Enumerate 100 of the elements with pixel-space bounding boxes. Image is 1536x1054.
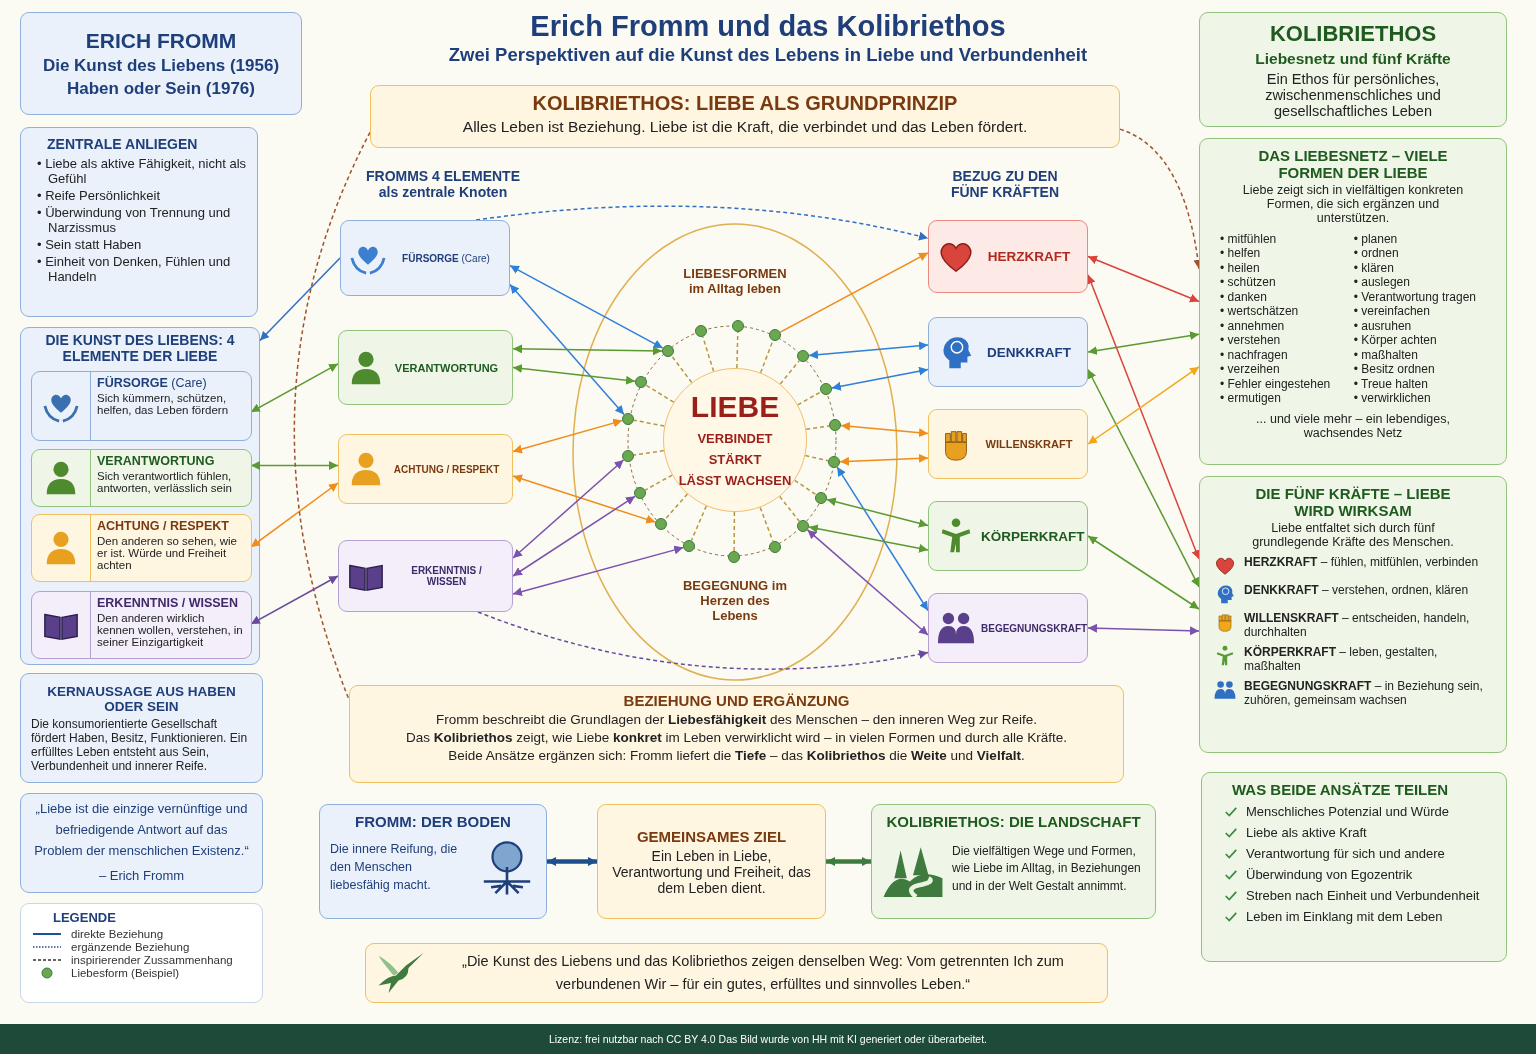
double-arrow: [836, 466, 929, 612]
card-title: LIEBE: [690, 389, 780, 424]
node-label: ACHTUNG / RESPEKT: [392, 463, 501, 475]
list-item: • Überwindung von Trennung und Narzissmus: [37, 205, 232, 235]
dashed-line: [797, 391, 822, 406]
list-item: Streben nach Einheit und Verbundenheit: [1246, 888, 1480, 903]
double-arrow: [1087, 623, 1200, 636]
list-item: • vereinfachen: [1353, 304, 1431, 318]
body-text: Haben oder Sein (1976): [67, 78, 255, 99]
love-form-dot: [829, 419, 841, 431]
list-item: • danken: [1220, 289, 1268, 304]
dashed-line: [778, 495, 801, 523]
quote-text: „Die Kunst des Liebens und das Kolibriethos zeigen denselben Weg: Vom getrennten Ich zum verbundenen Wir – für ein gutes, erfülltes und sinnvolles Leben.“: [461, 951, 1065, 994]
double-arrow: [250, 482, 339, 548]
love-form-dot: [622, 413, 634, 425]
double-arrow: [512, 418, 623, 454]
list-item: • Verantwortung tragen: [1353, 289, 1477, 304]
dashed-line: [793, 479, 817, 496]
list-item: • ausruhen: [1353, 318, 1413, 333]
list-item: • Fehler eingestehen: [1220, 376, 1332, 391]
node-label: WILLENSKRAFT: [984, 438, 1074, 450]
info-card: [319, 804, 547, 919]
dashed-line: [779, 359, 800, 385]
double-arrow: [831, 366, 929, 391]
card-title: DIE FÜNF KRÄFTE – LIEBE WIRD WIRKSAM: [1254, 485, 1452, 519]
love-form-dot: [797, 520, 809, 532]
dashed-line: [633, 449, 665, 456]
node-label: DENKKRAFT: [986, 344, 1072, 360]
element-card: [31, 449, 252, 507]
card-title: GEMEINSAMES ZIEL: [636, 827, 787, 845]
list-item: • maßhalten: [1353, 347, 1419, 362]
body-text: Die vielfältigen Wege und Formen, wie Liebe im Alltag, in Beziehungen und in der Welt Gestalt annimmt.: [952, 842, 1142, 895]
body-text: Ein Leben in Liebe, Verantwortung und Freiheit, das dem Leben dient.: [611, 847, 812, 896]
double-arrow: [512, 344, 663, 356]
list-item: • Körper achten: [1353, 333, 1438, 347]
double-arrow: [1087, 535, 1200, 610]
card-title: VERANTWORTUNG: [97, 454, 216, 468]
list-item: • ermutigen: [1220, 391, 1282, 405]
double-arrow: [512, 474, 657, 524]
dashed-line: [759, 506, 774, 543]
dashed-line: [645, 384, 675, 403]
double-arrow: [512, 545, 684, 596]
body-text: STÄRKT: [708, 451, 762, 467]
love-form-dot: [622, 450, 634, 462]
double-arrow: [512, 459, 625, 559]
double-arrow: [839, 453, 929, 466]
body-text: Die konsumorientierte Gesellschaft fördert Haben, Besitz, Funktionieren. Ein erfülltes Leben entsteht aus Sein, Verbundenheit und innerer Reife.: [31, 716, 249, 773]
body-text: Sich kümmern, schützen, helfen, das Leben fördern: [97, 392, 230, 416]
card-title: ZENTRALE ANLIEGEN: [46, 136, 199, 152]
body-text: Das Kolibriethos zeigt, wie Liebe konkret im Leben verwirklicht wird – in vielen Formen und durch alle Kräfte.: [405, 730, 1068, 745]
list-item: Verantwortung für sich und andere: [1246, 846, 1445, 861]
love-form-dot: [635, 376, 647, 388]
card-title: ACHTUNG / RESPEKT: [97, 519, 230, 533]
card-title: KOLIBRIETHOS: DIE LANDSCHAFT: [885, 813, 1142, 830]
list-item: Leben im Einklang mit dem Leben: [1246, 909, 1443, 924]
list-item: • ordnen: [1353, 246, 1400, 260]
dashed-line: [690, 505, 708, 542]
card-title: KERNAUSSAGE AUS HABEN ODER SEIN: [46, 683, 237, 714]
dashed-line: [702, 335, 715, 373]
double-arrow: [512, 495, 636, 577]
list-item: • annehmen: [1220, 318, 1286, 333]
list-item: DENKKRAFT – verstehen, ordnen, klären: [1244, 583, 1470, 597]
love-form-dot: [662, 345, 674, 357]
list-item: HERZKRAFT – fühlen, mitfühlen, verbinden: [1244, 555, 1480, 569]
double-arrow: [250, 575, 339, 625]
card-title: ERKENNTNIS / WISSEN: [97, 596, 239, 610]
double-arrow: [840, 421, 929, 438]
element-card: [31, 514, 252, 582]
info-card: [1199, 12, 1507, 127]
body-text: Liebe entfaltet sich durch fünf grundlegende Kräfte des Menschen.: [1251, 521, 1455, 549]
node-label: FÜRSORGE (Care): [401, 252, 491, 264]
dashed-line: [633, 419, 666, 427]
double-arrow: [509, 283, 625, 416]
double-arrow: [512, 364, 636, 385]
list-item: • Einheit von Denken, Fühlen und Handeln: [37, 254, 232, 284]
love-form-dot: [769, 541, 781, 553]
body-text: Die innere Reifung, die den Menschen liebesfähig macht.: [330, 840, 459, 895]
node-box: [338, 434, 513, 504]
info-card: [20, 127, 258, 317]
body-text: Den anderen so sehen, wie er ist. Würde und Freiheit achten: [97, 535, 238, 571]
list-item: • nachfragen: [1220, 347, 1289, 362]
double-arrow: [509, 264, 664, 349]
list-item: • Besitz ordnen: [1353, 362, 1436, 376]
legend-label: direkte Beziehung: [71, 928, 164, 940]
license-note: Lizenz: frei nutzbar nach CC BY 4.0 Das Bild wurde von HH mit KI generiert oder überarbeitet.: [548, 1033, 988, 1045]
body-text: Ein Ethos für persönliches, zwischenmenschliches und gesellschaftliches Leben: [1264, 70, 1442, 119]
double-arrow: [808, 341, 929, 360]
body-text: Sich verantwortlich fühlen, antworten, verlässlich sein: [97, 470, 233, 494]
love-form-dot: [797, 350, 809, 362]
list-item: • helfen: [1220, 246, 1262, 260]
legend-title: LEGENDE: [52, 910, 117, 925]
list-item: • planen: [1353, 231, 1399, 246]
node-box: [338, 540, 513, 612]
card-title: KOLIBRIETHOS: LIEBE ALS GRUNDPRINZIP: [532, 92, 958, 115]
double-arrow: [1087, 255, 1200, 303]
dashed-line: [733, 511, 736, 552]
card-title: FÜRSORGE (Care): [97, 376, 208, 390]
node-label: HERZKRAFT: [986, 249, 1072, 264]
dashed-line: [664, 493, 689, 521]
node-box: [928, 501, 1088, 571]
